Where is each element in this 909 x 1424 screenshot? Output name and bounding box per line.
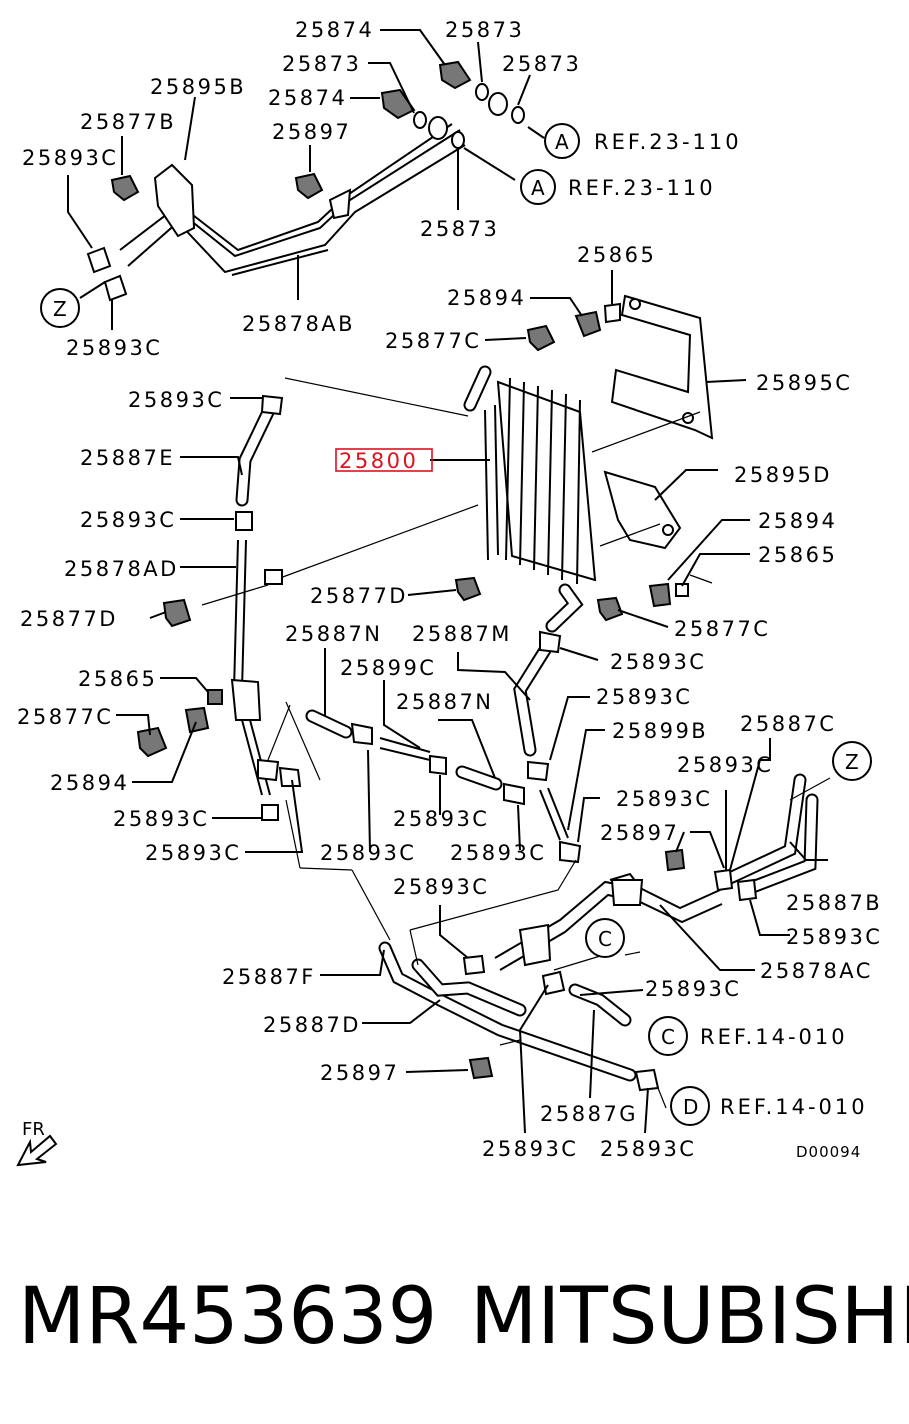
label-25893c-a: 25893C [22,146,118,170]
brand-name: MITSUBISHI [470,1272,909,1362]
center-leader-lines [285,647,605,941]
label-25874-a: 25874 [295,18,374,42]
fr-arrow-icon [16,1134,58,1167]
label-25893c-l: 25893C [320,841,416,865]
label-25897-b: 25897 [600,821,679,845]
upper-leader-lines [67,29,545,330]
label-25878ac: 25878AC [760,959,873,983]
highlight-box-25800 [335,448,433,472]
label-25877d-b: 25877D [20,607,118,631]
label-25893c-i: 25893C [113,807,209,831]
label-25887m: 25887M [412,622,512,646]
label-25895c: 25895C [756,371,852,395]
label-25873-a: 25873 [445,18,524,42]
left-leader-lines [116,397,321,853]
label-25899c: 25899C [340,656,436,680]
label-25897-a: 25897 [272,120,351,144]
circle-c-1: C [598,927,612,951]
label-25893c-h: 25893C [616,787,712,811]
label-25865-c: 25865 [78,667,157,691]
label-25887g: 25887G [540,1102,638,1126]
label-25887n-a: 25887N [285,622,383,646]
label-25873-c: 25873 [502,52,581,76]
fr-label: FR [22,1119,45,1140]
label-25873-d: 25873 [420,217,499,241]
upper-cooler-pipes [86,60,525,302]
oil-cooler [463,365,597,633]
label-25894-b: 25894 [758,509,837,533]
label-25893c-d: 25893C [80,508,176,532]
label-25887n-b: 25887N [396,690,494,714]
ref-14-010-b: REF.14-010 [720,1095,868,1119]
ref-23-110-b: REF.23-110 [568,176,716,200]
circle-z-1: Z [53,297,67,321]
label-25893c-n: 25893C [393,875,489,899]
cooler-leader-lines [201,270,750,628]
left-hose-assembly [136,394,302,821]
reference-callouts: A REF.23-110 A REF.23-110 Z Z C C REF.14… [40,123,872,1126]
label-25877d-a: 25877D [310,584,408,608]
label-25893c-b: 25893C [66,336,162,360]
circle-a-1: A [555,130,569,154]
circle-c-2: C [661,1025,675,1049]
label-25877c-c: 25877C [17,705,113,729]
label-25893c-r: 25893C [600,1137,696,1161]
label-25873-b: 25873 [282,52,361,76]
part-number: MR453639 [18,1272,438,1362]
label-25893c-p: 25893C [645,977,741,1001]
label-25893c-f: 25893C [596,685,692,709]
ref-23-110-a: REF.23-110 [594,130,742,154]
label-25893c-g: 25893C [677,753,773,777]
label-25865-a: 25865 [577,243,656,267]
part-labels: 25874 25873 25873 25873 25895B 25874 258… [17,18,882,1161]
circle-a-2: A [531,176,545,200]
front-direction-indicator: FR [16,1119,58,1167]
label-25877c-a: 25877C [385,329,481,353]
label-25877c-b: 25877C [674,617,770,641]
label-25893c-k: 25893C [145,841,241,865]
label-25887f: 25887F [222,965,316,989]
label-25893c-q: 25893C [482,1137,578,1161]
label-25800: 25800 [339,449,418,473]
label-25878ab: 25878AB [242,312,355,336]
brackets-right [454,294,714,622]
label-25893c-c: 25893C [128,388,224,412]
label-25874-b: 25874 [268,86,347,110]
label-25893c-j: 25893C [393,807,489,831]
label-25895b: 25895B [150,75,246,99]
label-25893c-o: 25893C [786,925,882,949]
drawing-code: D00094 [796,1143,861,1161]
label-25887c: 25887C [740,712,836,736]
label-25894-a: 25894 [447,286,526,310]
ref-14-010-a: REF.14-010 [700,1025,848,1049]
label-25897-c: 25897 [320,1061,399,1085]
footer-bar: MR453639 MITSUBISHI [0,1262,909,1372]
circle-d: D [683,1095,698,1119]
label-25865-b: 25865 [758,543,837,567]
label-25893c-e: 25893C [610,650,706,674]
lower-leader-lines [320,738,831,1134]
label-25895d: 25895D [734,463,832,487]
label-25877b: 25877B [80,110,176,134]
label-25887b: 25887B [786,891,882,915]
label-25893c-m: 25893C [450,841,546,865]
label-25894-c: 25894 [50,771,129,795]
circle-z-2: Z [845,750,859,774]
label-25878ad: 25878AD [64,557,179,581]
label-25899b: 25899B [612,719,708,743]
label-25887d: 25887D [263,1013,361,1037]
label-25887e: 25887E [80,446,175,470]
